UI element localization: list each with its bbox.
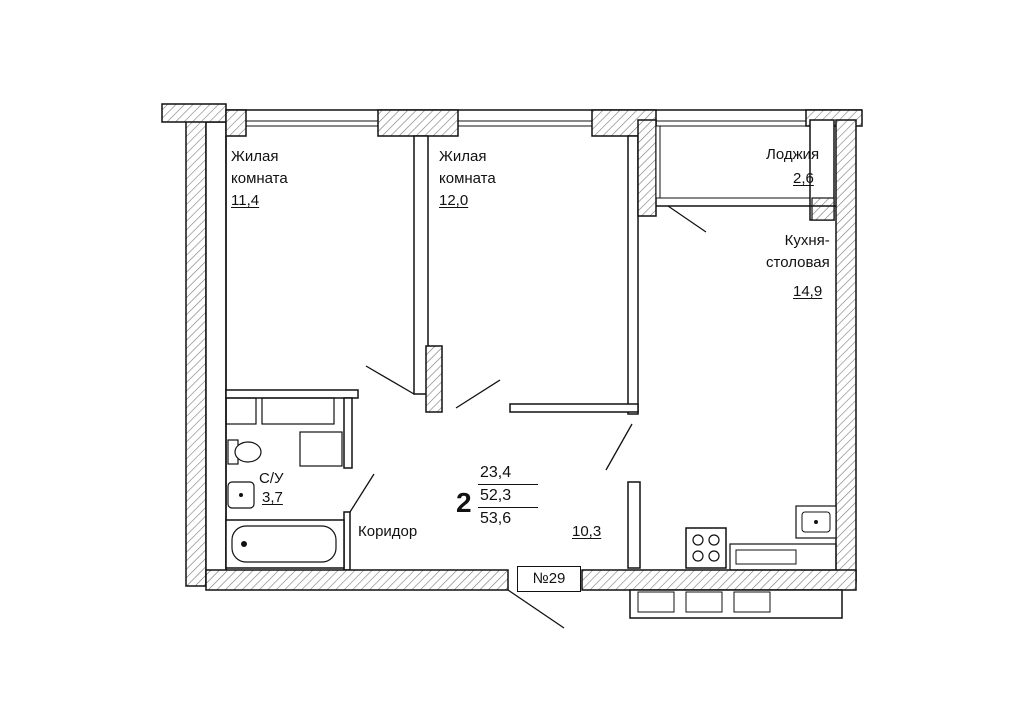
total-area-with-loggia: 53,6 — [480, 510, 512, 527]
bathtub-icon — [225, 519, 345, 569]
toilet-icon — [227, 439, 262, 465]
bottom-wall — [205, 569, 857, 619]
living-area-total: 23,4 — [478, 462, 538, 485]
living-room-1-name-line1: Жилая — [231, 148, 279, 165]
area-summary: 23,4 52,3 53,6 — [478, 462, 538, 530]
sink-icon — [795, 505, 837, 539]
partition-kitchen — [509, 135, 641, 569]
total-area: 52,3 — [478, 485, 538, 508]
living-room-2-name-line1: Жилая — [439, 148, 487, 165]
loggia-area: 2,6 — [793, 170, 814, 187]
stove-icon — [685, 527, 727, 569]
top-facade-line — [162, 109, 862, 127]
bathroom-walls — [225, 389, 359, 571]
right-exterior-wall — [835, 119, 857, 583]
apartment-number: №29 — [517, 566, 581, 592]
kitchen-name-line2: столовая — [766, 254, 830, 271]
living-room-2-name-line2: комната — [439, 170, 496, 187]
rooms-count: 2 — [456, 487, 472, 518]
partition-living-rooms — [413, 135, 443, 413]
washbasin-icon — [227, 481, 255, 509]
bathroom-area: 3,7 — [262, 489, 283, 506]
left-exterior-wall — [161, 103, 227, 587]
living-room-2-name: Жилая комната — [439, 146, 496, 190]
kitchen-counter — [729, 543, 837, 571]
loggia-frame — [637, 119, 836, 233]
kitchen-name: Кухня- столовая — [766, 230, 830, 274]
living-room-2-area: 12,0 — [439, 192, 469, 209]
corridor-name: Коридор — [358, 523, 418, 540]
living-room-1-name: Жилая комната — [231, 146, 288, 190]
bathroom-name: С/У — [259, 470, 284, 487]
kitchen-name-line1: Кухня- — [784, 232, 830, 249]
loggia-name: Лоджия — [766, 146, 820, 163]
top-wall-piers — [225, 109, 863, 137]
living-room-1-area: 11,4 — [231, 192, 260, 209]
door-swings — [349, 365, 633, 629]
kitchen-area: 14,9 — [793, 283, 823, 300]
living-room-1-name-line2: комната — [231, 170, 288, 187]
corridor-area: 10,3 — [572, 523, 602, 540]
